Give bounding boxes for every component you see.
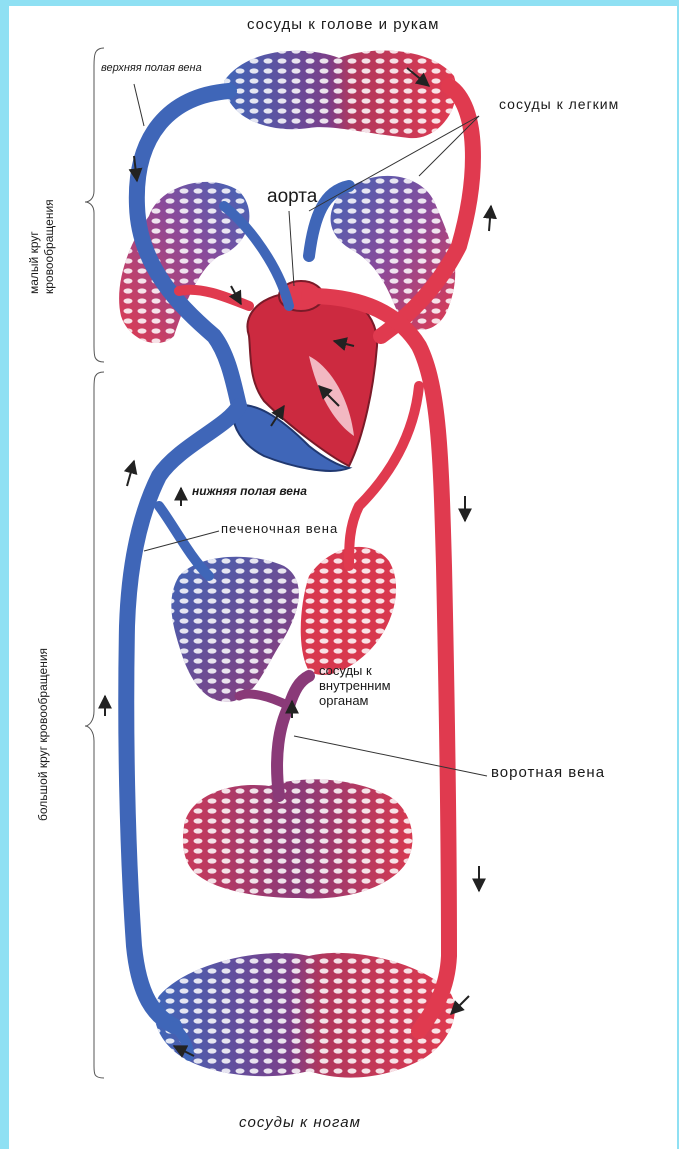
label-internal-organs: сосуды к внутренним органам (319, 663, 391, 708)
label-portal-vein: воротная вена (491, 764, 605, 781)
label-internal-organs-line-1: сосуды к (319, 663, 391, 678)
label-superior-vena-cava: верхняя полая вена (101, 62, 202, 74)
capillaries-internal-organs (183, 779, 412, 898)
label-lungs: сосуды к легким (499, 96, 619, 112)
label-internal-organs-line-3: органам (319, 693, 391, 708)
portal-vein (239, 676, 309, 796)
label-internal-organs-line-2: внутренним (319, 678, 391, 693)
label-legs: сосуды к ногам (239, 1114, 361, 1131)
label-hepatic-vein: печеночная вена (221, 521, 338, 536)
label-aorta: аорта (267, 186, 317, 208)
circulation-diagram (9, 6, 677, 1149)
label-inferior-vena-cava: нижняя полая вена (192, 484, 307, 498)
label-pulmonary-circulation: малый круг кровообращения (27, 199, 57, 294)
capillaries-legs (154, 953, 454, 1078)
label-pulmonary-circulation-line-2: кровообращения (42, 199, 57, 294)
label-pulmonary-circulation-line-1: малый круг (27, 199, 42, 294)
diagram-frame: сосуды к голове и рукам верхняя полая ве… (9, 6, 677, 1149)
label-systemic-circulation: большой круг кровообращения (36, 648, 51, 821)
label-head-arms: сосуды к голове и рукам (247, 16, 439, 33)
capillaries-head-arms (224, 51, 456, 139)
side-brackets (85, 48, 104, 1078)
